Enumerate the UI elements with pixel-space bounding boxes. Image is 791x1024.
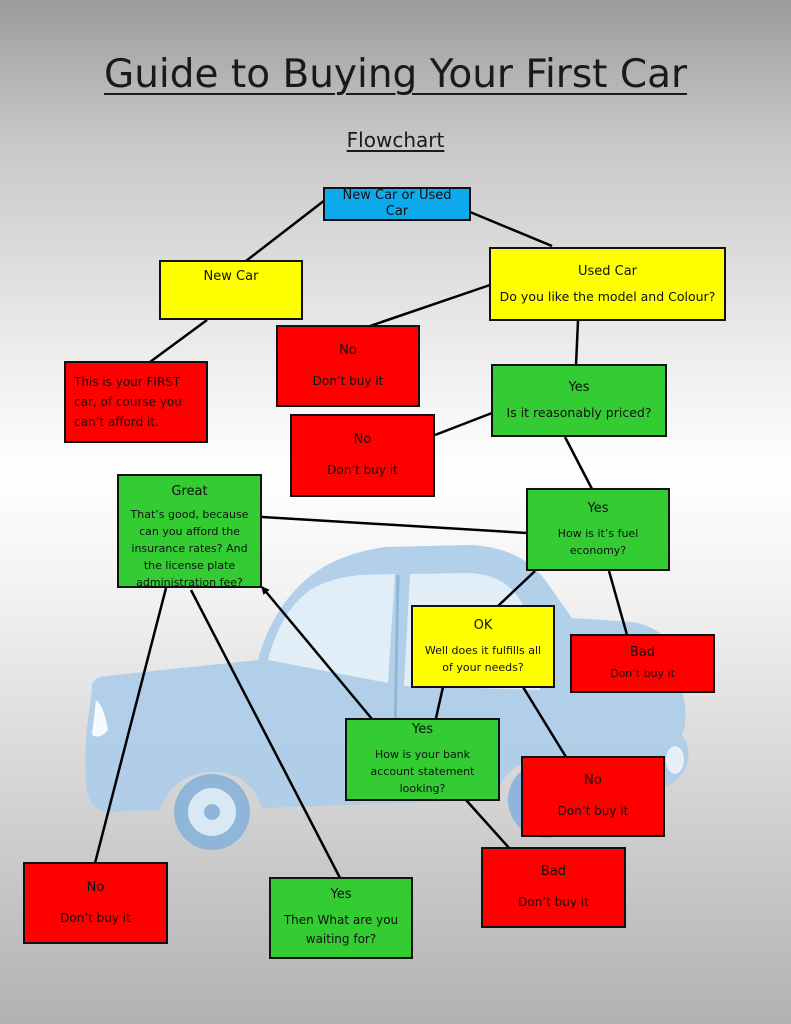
node-insurance-yes: Yes Then What are you waiting for? (269, 877, 413, 959)
connector-model-yes-price-yes (563, 436, 594, 490)
node-bank-bad: Bad Don’t buy it (481, 847, 626, 928)
connector-fuel-bad (607, 570, 629, 636)
page-subtitle: Flowchart (346, 128, 445, 152)
connector-needs-yes-great (261, 586, 373, 720)
connector-insurance-no (93, 587, 168, 864)
node-new-or-used: New Car or Used Car (323, 187, 471, 221)
node-new-car-answer: This is your FIRST car, of course you ca… (64, 361, 208, 443)
connector-start-used-car (469, 210, 553, 248)
node-price-yes: Yes How is it’s fuel economy? (526, 488, 670, 571)
node-price-no: No Don’t buy it (290, 414, 435, 497)
page-title: Guide to Buying Your First Car (103, 52, 688, 97)
connector-used-car-no (369, 283, 491, 328)
node-needs-yes: Yes How is your bank account statement l… (345, 718, 500, 801)
node-new-car: New Car (159, 260, 303, 320)
node-insurance-no: No Don’t buy it (23, 862, 168, 944)
connector-start-new-car (245, 199, 326, 262)
connector-new-car-answer (149, 318, 208, 364)
connector-insurance-yes (189, 589, 342, 879)
node-fuel-ok: OK Well does it fulfills all of your nee… (411, 605, 555, 688)
node-fuel-great: Great That’s good, because can you affor… (117, 474, 262, 589)
connector-ok-needs-no (521, 686, 568, 758)
node-used-car: Used Car Do you like the model and Colou… (489, 247, 726, 321)
connector-fuel-ok (497, 570, 536, 607)
node-model-no: No Don’t buy it (276, 325, 420, 407)
rear-wheel (174, 774, 250, 850)
connector-ok-needs-yes (434, 686, 445, 719)
connector-bank-bad (465, 799, 511, 850)
connector-fuel-great (261, 515, 528, 535)
connector-used-car-yes (574, 320, 580, 366)
node-model-yes: Yes Is it reasonably priced? (491, 364, 667, 437)
node-fuel-bad: Bad Don’t buy it (570, 634, 715, 693)
node-needs-no: No Don’t buy it (521, 756, 665, 837)
connector-model-yes-price-no (434, 411, 493, 437)
